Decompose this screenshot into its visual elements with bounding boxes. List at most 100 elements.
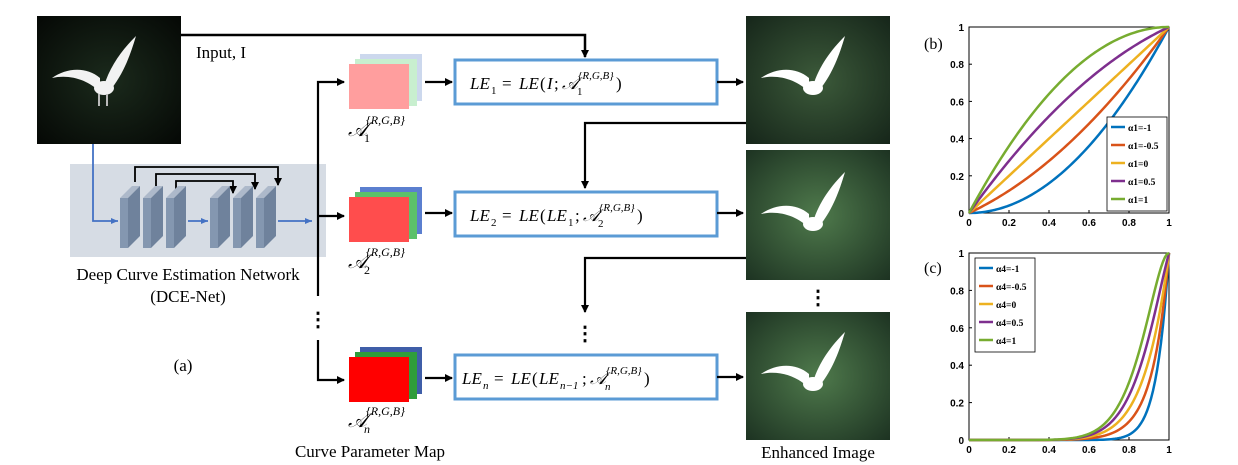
- chart-c-legend-entry: α4=1: [996, 337, 1016, 347]
- feedback-arrows: [581, 121, 746, 313]
- svg-text:;: ;: [554, 74, 559, 93]
- dce-net-background: [70, 164, 326, 257]
- equation-box-2: LE 2 = LE ( LE 1 ; 𝒜 2 {R,G,B} ): [453, 190, 719, 238]
- chart-b-xtick-label: 0.8: [1122, 218, 1136, 229]
- chart-c-legend-entry: α4=0: [996, 301, 1016, 311]
- svg-text:{R,G,B}: {R,G,B}: [578, 70, 614, 82]
- svg-text:2: 2: [598, 218, 604, 230]
- svg-text:{R,G,B}: {R,G,B}: [366, 245, 405, 259]
- chart-b-series-line: [968, 26, 1171, 215]
- chart-b-xtick-label: 0: [966, 218, 972, 229]
- input-arrow: [181, 33, 589, 58]
- param-label-n-text: A_n^{R,G,B}: [380, 435, 387, 438]
- param-label-1-text: A_1^{R,G,B}: [380, 144, 387, 147]
- chart-c-xtick-label: 0.4: [1042, 445, 1056, 456]
- param-map-2: [349, 187, 422, 242]
- chart-c-legend-entry: α4=0.5: [996, 319, 1024, 329]
- svg-text:n: n: [364, 422, 370, 436]
- egret-icon: [52, 36, 136, 106]
- svg-text:𝒜: 𝒜: [583, 206, 604, 225]
- chart-b-legend-entry: α1=-0.5: [1128, 142, 1159, 152]
- chart-b-legend-entry: α1=1: [1128, 196, 1148, 206]
- chart-b-ytick-label: 0.8: [950, 60, 964, 71]
- svg-text:LE: LE: [461, 369, 482, 388]
- param-map-n: [349, 347, 422, 402]
- skip-connections: [134, 166, 282, 194]
- chart-c-xtick-label: 0: [966, 445, 972, 456]
- chart-b-ytick-label: 1: [958, 23, 964, 34]
- svg-text:1: 1: [568, 217, 574, 229]
- svg-text:I: I: [546, 74, 554, 93]
- chart-b-ytick-label: 0: [958, 209, 964, 220]
- chart-b-ytick-label: 0.6: [950, 97, 964, 108]
- chart-b-ytick-label: 0.2: [950, 172, 964, 183]
- chart-c-ytick-label: 0.8: [950, 286, 964, 297]
- chart-c-ytick-label: 0: [958, 436, 964, 447]
- svg-text:1: 1: [364, 131, 370, 145]
- param-map-label: Curve Parameter Map: [295, 442, 445, 461]
- svg-text:n: n: [605, 381, 611, 393]
- svg-text:LE: LE: [518, 206, 539, 225]
- svg-text:𝒜: 𝒜: [348, 410, 373, 432]
- chart-b-legend-entry: α1=0: [1128, 160, 1148, 170]
- chart-b-xtick-label: 1: [1166, 218, 1172, 229]
- param-label-1: 𝒜 1 {R,G,B}: [348, 113, 405, 145]
- svg-text:LE: LE: [469, 74, 490, 93]
- chart-b-legend-entry: α1=-1: [1128, 124, 1152, 134]
- chart-c-series-line: [969, 251, 1170, 442]
- equation-box-1: LE 1 = LE ( I ; 𝒜 1 {R,G,B} ): [453, 58, 719, 106]
- param-label-2: 𝒜 2 {R,G,B}: [348, 245, 405, 277]
- feedback-ellipsis: ⋮: [575, 323, 595, 345]
- chart-c-ytick-label: 0.2: [950, 399, 964, 410]
- svg-text:𝒜: 𝒜: [348, 119, 373, 141]
- svg-text:): ): [637, 206, 643, 225]
- chart-b-xtick-label: 0.2: [1002, 218, 1016, 229]
- network-abbrev: (DCE-Net): [150, 287, 226, 306]
- svg-text:2: 2: [491, 217, 497, 229]
- input-label: Input, I: [196, 43, 246, 62]
- svg-text:;: ;: [575, 206, 580, 225]
- chart-b-series-line: [968, 26, 1170, 214]
- chart-c-panel-label: (c): [924, 260, 942, 277]
- chart-b-series-line: [967, 25, 1170, 214]
- svg-text:=: =: [502, 206, 512, 225]
- chart-b-xtick-label: 0.6: [1082, 218, 1096, 229]
- map-to-eq-arrows: [425, 78, 453, 382]
- param-map-1: [349, 54, 422, 109]
- enhanced-label: Enhanced Image: [761, 443, 875, 462]
- chart-c-ytick-label: 0.4: [950, 361, 964, 372]
- svg-text:𝒜: 𝒜: [562, 74, 583, 93]
- svg-text:{R,G,B}: {R,G,B}: [366, 404, 405, 418]
- equation-2-text: LE_2 = LE(LE_1; A_2^{R,G,B}): [579, 231, 593, 234]
- svg-text:2: 2: [364, 263, 370, 277]
- chart-c-xtick-label: 1: [1166, 445, 1172, 456]
- conv-layers: [120, 186, 276, 248]
- branch-ellipsis: ⋮: [308, 309, 328, 331]
- svg-text:): ): [616, 74, 622, 93]
- dce-net: [70, 144, 326, 257]
- svg-text:(: (: [540, 206, 546, 225]
- panel-a-label: (a): [174, 356, 193, 375]
- svg-text:n: n: [483, 380, 489, 392]
- svg-text:LE: LE: [538, 369, 559, 388]
- chart-b-series-line: [968, 26, 1171, 215]
- chart-c-legend-entry: α4=-0.5: [996, 283, 1027, 293]
- svg-text:(: (: [540, 74, 546, 93]
- egret-icon: [761, 172, 845, 231]
- branch-arrows: [316, 78, 345, 384]
- equation-1-text: LE_1 = LE(I; A_1^{R,G,B}): [580, 99, 592, 102]
- svg-text:=: =: [494, 369, 504, 388]
- chart-c-legend-entry: α4=-1: [996, 265, 1020, 275]
- svg-text:1: 1: [577, 86, 583, 98]
- chart-c-xtick-label: 0.2: [1002, 445, 1016, 456]
- chart-b-series-line: [967, 25, 1170, 214]
- svg-text:{R,G,B}: {R,G,B}: [599, 202, 635, 214]
- svg-text:;: ;: [582, 369, 587, 388]
- output-ellipsis: ⋮: [808, 287, 828, 309]
- chart-c-ytick-label: 1: [958, 249, 964, 260]
- chart-b-ytick-label: 0.4: [950, 135, 964, 146]
- equation-n-text: LE_n = LE(LE_{n-1}; A_n^{R,G,B}): [578, 394, 594, 397]
